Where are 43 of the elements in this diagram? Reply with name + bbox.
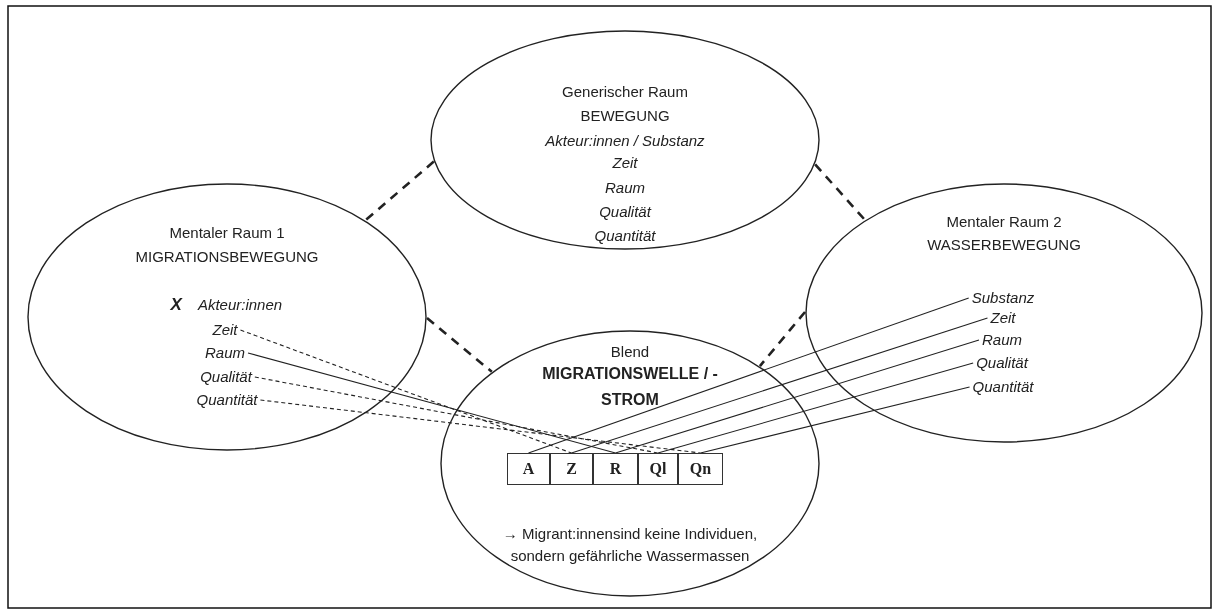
attribute-label: Qualität (976, 354, 1028, 372)
space-text: Akteur:innen / Substanz (543, 131, 706, 151)
dashed-connector (758, 311, 806, 367)
attribute-label: Raum (205, 344, 245, 362)
space-text: MIGRATIONSWELLE / - STROM (541, 364, 719, 410)
mapping-line (699, 386, 971, 454)
dashed-connector (364, 160, 435, 222)
attribute-label: Akteur:innen (197, 296, 283, 314)
table-cell: Z (550, 453, 593, 485)
space-text: Raum (604, 178, 646, 198)
mapping-line (259, 399, 702, 454)
table-cell: R (593, 453, 638, 485)
mapping-line (570, 317, 989, 454)
space-text: → Migrant:innensind keine Individuen, sondern gefährliche Wassermassen (501, 524, 759, 566)
space-title: Blend (609, 342, 651, 362)
attribute-label: Quantität (972, 378, 1034, 396)
mapping-line (239, 329, 573, 454)
attribute-label: Qualität (200, 368, 252, 386)
space-title: Mentaler Raum 1 (168, 223, 286, 243)
dashed-connector (426, 317, 493, 373)
attribute-label: Substanz (971, 289, 1035, 307)
attribute-label: Quantität (196, 391, 258, 409)
space-text: Zeit (611, 153, 639, 173)
mapping-line (657, 362, 974, 454)
table-cell: Qn (678, 453, 723, 485)
table-cell: A (507, 453, 550, 485)
mapping-line (614, 339, 980, 454)
space-text: MIGRATIONSBEWEGUNG (134, 247, 320, 267)
table-cell: Ql (638, 453, 678, 485)
mapping-line (527, 297, 970, 454)
space-text: Qualität (598, 202, 653, 222)
space-title: Generischer Raum (561, 82, 689, 102)
cross-mark: X (170, 296, 182, 314)
space-title: Mentaler Raum 2 (945, 212, 1063, 232)
space-text: WASSERBEWEGUNG (926, 235, 1082, 255)
space-text: Quantität (593, 226, 657, 246)
attribute-label: Zeit (990, 309, 1016, 327)
dashed-connector (814, 163, 866, 221)
mapping-line (247, 352, 617, 454)
mapping-line (254, 376, 659, 454)
attribute-label: Raum (982, 331, 1022, 349)
space-text: BEWEGUNG (579, 106, 671, 126)
attribute-label: Zeit (212, 321, 238, 339)
